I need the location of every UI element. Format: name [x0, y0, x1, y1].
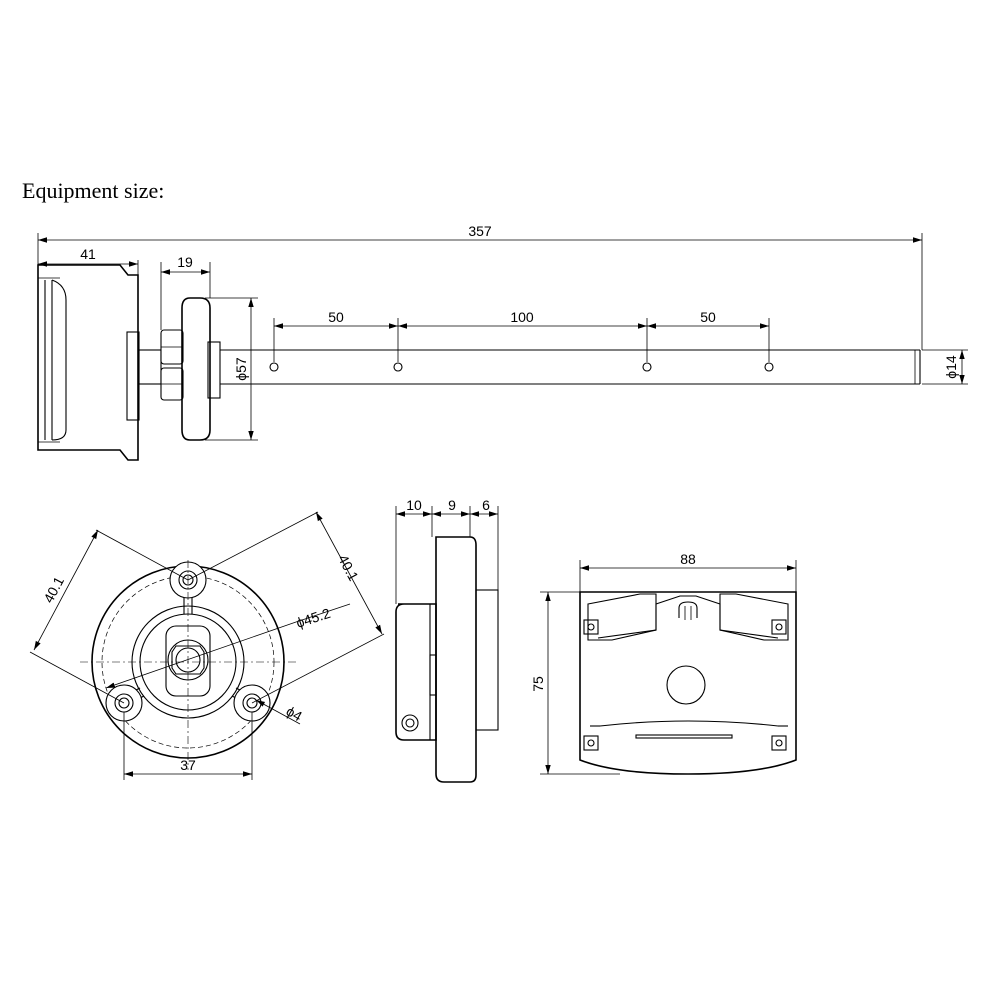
dim-label-75: 75: [530, 676, 546, 692]
dim-label-88: 88: [680, 551, 696, 567]
dim-mount-width: 41: [38, 246, 139, 275]
dim-flange-diameter: ϕ57: [205, 297, 258, 441]
dim-front-right: 40.1: [187, 511, 385, 704]
flange-disc: [181, 297, 221, 441]
dim-label-10: 10: [406, 497, 422, 513]
dim-side-segments: 10 9 6: [395, 497, 499, 604]
side-view: 10 9 6: [395, 497, 499, 783]
dim-label-357: 357: [468, 223, 492, 239]
dim-flange-thickness: 19: [160, 254, 211, 330]
dim-label-6: 6: [482, 497, 490, 513]
dim-label-40-1-right: 40.1: [335, 552, 362, 584]
dim-label-d57: ϕ57: [233, 357, 249, 381]
dim-hole-diameter: ϕ4: [255, 699, 306, 725]
page-title: Equipment size:: [22, 178, 165, 203]
dim-rod-diameter: ϕ14: [922, 349, 968, 385]
hex-nuts: [160, 329, 184, 401]
top-view: 357 41 19 50 100 50: [37, 223, 968, 461]
dim-label-50-b: 50: [700, 309, 716, 325]
dim-hole-spacing-37: 37: [123, 712, 253, 780]
dim-label-9: 9: [448, 497, 456, 513]
dim-label-41: 41: [80, 246, 96, 262]
dim-label-d14: ϕ14: [943, 355, 959, 379]
dim-label-d45-2: ϕ45.2: [294, 605, 333, 631]
top-slot: [678, 601, 698, 620]
dim-label-19: 19: [177, 254, 193, 270]
dim-label-50-a: 50: [328, 309, 344, 325]
dim-bracket-width: 88: [579, 551, 797, 592]
dim-overall-length: 357: [37, 223, 923, 350]
dim-label-37: 37: [180, 757, 196, 773]
dim-hole-spacing: 50 100 50: [273, 309, 770, 362]
dim-label-d4: ϕ4: [284, 703, 306, 725]
mount-block: [37, 264, 140, 461]
bracket-view: 88 75: [530, 551, 797, 775]
dim-bracket-height: 75: [530, 591, 620, 775]
probe-rod: [220, 349, 921, 385]
dim-front-left: 40.1: [29, 529, 189, 704]
dim-label-40-1-left: 40.1: [40, 574, 67, 606]
front-view: 40.1 40.1 ϕ45.2 ϕ4 37: [29, 511, 385, 780]
dim-label-100: 100: [510, 309, 534, 325]
